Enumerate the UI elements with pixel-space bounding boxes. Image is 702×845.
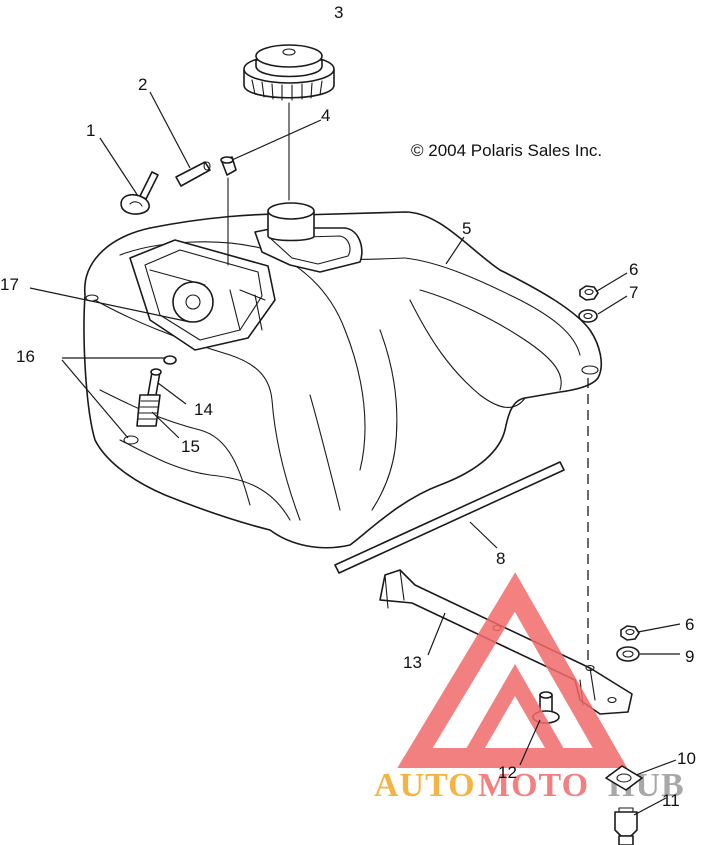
vent-fitting: [220, 156, 237, 176]
callout-1: 1: [86, 121, 95, 140]
callout-10: 10: [677, 749, 696, 768]
callout-9: 9: [685, 647, 694, 666]
callout-4: 4: [321, 106, 330, 125]
hose-clamp: [120, 171, 159, 215]
callout-14: 14: [194, 400, 213, 419]
watermark-logo: AUTO MOTO HUB: [374, 572, 684, 804]
nut-upper: [579, 285, 599, 301]
vent-hose-end: [203, 161, 211, 171]
tank-strap: [334, 461, 565, 574]
callout-8: 8: [496, 549, 505, 568]
fuel-tank: [83, 202, 602, 549]
washer-plate: [605, 765, 643, 791]
hex-bolt: [614, 807, 638, 845]
callout-5: 5: [462, 219, 471, 238]
callout-6-lower: 6: [685, 615, 694, 634]
callout-6-upper: 6: [629, 260, 638, 279]
washer-lower: [616, 646, 640, 662]
vent-hose: [175, 161, 211, 187]
watermark-word-moto: MOTO: [478, 767, 589, 804]
washer-upper: [578, 309, 598, 323]
watermark-word-auto: AUTO: [374, 767, 476, 804]
callout-7: 7: [629, 283, 638, 302]
leader-lines: [29, 91, 681, 816]
callout-11: 11: [662, 791, 680, 810]
grommet: [163, 355, 177, 365]
vent-tube: [136, 368, 162, 427]
fuel-cap: [243, 44, 335, 101]
nut-lower: [620, 625, 640, 641]
callout-13: 13: [403, 653, 422, 672]
callout-2: 2: [138, 75, 147, 94]
callout-15: 15: [181, 437, 200, 456]
callout-12: 12: [498, 763, 517, 782]
callout-3: 3: [334, 3, 343, 22]
callout-17: 17: [0, 275, 19, 294]
copyright-notice: © 2004 Polaris Sales Inc.: [411, 141, 602, 160]
callout-16: 16: [16, 347, 35, 366]
